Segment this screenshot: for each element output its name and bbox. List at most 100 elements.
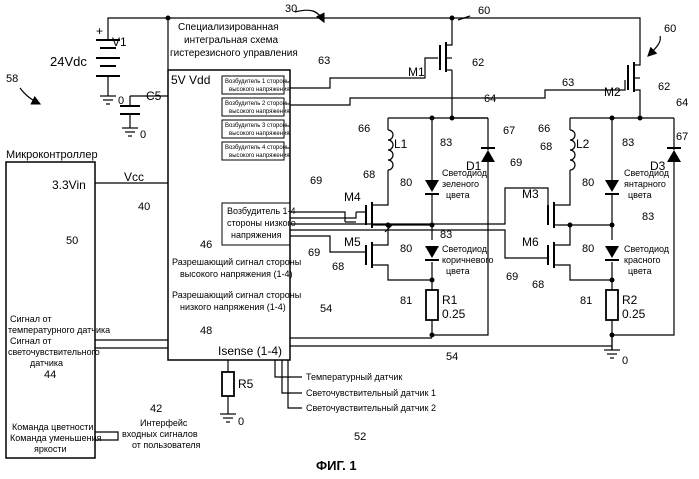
ref-44: 44 bbox=[44, 369, 56, 381]
ref-68d: 68 bbox=[532, 279, 544, 291]
ref-58: 58 bbox=[6, 73, 18, 85]
ref-66b: 66 bbox=[538, 123, 550, 135]
label-r2: R2 bbox=[622, 293, 638, 307]
ref-68b: 68 bbox=[540, 141, 552, 153]
label-m4: M4 bbox=[344, 190, 361, 204]
ls-enable-l1: Разрешающий сигнал стороны bbox=[172, 290, 301, 300]
ref-83a: 83 bbox=[440, 137, 452, 149]
led-green-l2: зеленого bbox=[442, 179, 479, 189]
ic-isense: Isense (1-4) bbox=[218, 344, 282, 358]
ref-68a: 68 bbox=[363, 169, 375, 181]
ref-83d: 83 bbox=[642, 211, 654, 223]
mcu-vcc: Vcc bbox=[124, 170, 144, 184]
inductor-l1 bbox=[388, 130, 393, 170]
mcu-dim-cmd-l1: Команда уменьшения bbox=[10, 433, 102, 443]
label-c5: C5 bbox=[146, 89, 162, 103]
mcu-ui-l3: от пользователя bbox=[132, 440, 201, 450]
led-amber-l2: янтарного bbox=[624, 179, 666, 189]
hs-enable-l2: высокого напряжения (1-4) bbox=[180, 269, 293, 279]
led-green bbox=[425, 155, 439, 194]
ref-48: 48 bbox=[200, 325, 212, 337]
ic-title-3: гистерезисного управления bbox=[170, 48, 298, 59]
battery-label: V1 bbox=[112, 35, 127, 49]
ref-46: 46 bbox=[200, 239, 212, 251]
ref-50: 50 bbox=[66, 235, 78, 247]
ref-62a: 62 bbox=[472, 57, 484, 69]
ref-54a: 54 bbox=[320, 303, 332, 315]
ls-enable-l2: низкого напряжения (1-4) bbox=[180, 302, 286, 312]
ref-68c: 68 bbox=[332, 261, 344, 273]
ref-40: 40 bbox=[138, 201, 150, 213]
label-r1-value: 0.25 bbox=[442, 307, 466, 321]
mcu-title: Микроконтроллер bbox=[6, 149, 98, 161]
led-brown-l1: Светодиод bbox=[442, 244, 488, 254]
led-red-l2: красного bbox=[624, 255, 661, 265]
ref-63b: 63 bbox=[562, 77, 574, 89]
ls-driver-l1: Возбудитель 1-4 bbox=[227, 206, 296, 216]
ref-42: 42 bbox=[150, 403, 162, 415]
ref-0a: 0 bbox=[118, 95, 124, 107]
label-m1: M1 bbox=[408, 65, 425, 79]
ref-60a: 60 bbox=[478, 5, 490, 17]
labels: 30 60 60 58 63 63 62 62 64 64 66 66 83 8… bbox=[6, 3, 688, 473]
ref-80c: 80 bbox=[400, 243, 412, 255]
led-brown-l3: цвета bbox=[446, 266, 470, 276]
ref-64b: 64 bbox=[676, 97, 688, 109]
hs-driver-4-l2: высокого напряжения bbox=[229, 153, 290, 159]
led-red-l1: Светодиод bbox=[624, 244, 670, 254]
ls-driver-l3: напряжения bbox=[231, 230, 282, 240]
sensor-temp: Температурный датчик bbox=[306, 372, 402, 382]
label-r2-value: 0.25 bbox=[622, 307, 646, 321]
ref-0c: 0 bbox=[238, 416, 244, 428]
mosfet-m3 bbox=[548, 202, 560, 228]
mcu-temp-sig-l2: температурного датчика bbox=[8, 325, 110, 335]
ref-83c: 83 bbox=[440, 229, 452, 241]
led-red bbox=[605, 246, 619, 260]
led-brown-l2: коричневого bbox=[442, 255, 494, 265]
resistor-r1 bbox=[426, 290, 438, 320]
label-m5: M5 bbox=[344, 235, 361, 249]
ref-60b: 60 bbox=[664, 23, 676, 35]
led-amber-l1: Светодиод bbox=[624, 168, 670, 178]
mosfet-m1 bbox=[440, 40, 452, 72]
hs-driver-3-l1: Возбудитель 3 стороны bbox=[225, 123, 290, 129]
label-m2: M2 bbox=[604, 85, 621, 99]
ref-81b: 81 bbox=[580, 295, 592, 307]
ref-64a: 64 bbox=[484, 93, 496, 105]
label-r1: R1 bbox=[442, 293, 458, 307]
ref-67b: 67 bbox=[676, 131, 688, 143]
mosfet-m5 bbox=[360, 242, 378, 268]
mcu-dim-cmd-l2: яркости bbox=[34, 444, 67, 454]
sensor-light-2: Светочувствительный датчик 2 bbox=[306, 403, 436, 413]
ref-69a: 69 bbox=[310, 175, 322, 187]
led-amber-l3: цвета bbox=[628, 190, 652, 200]
ic-title-2: интегральная схема bbox=[184, 35, 279, 46]
mcu-light-sig-l1: Сигнал от bbox=[10, 336, 51, 346]
ref-0d: 0 bbox=[622, 355, 628, 367]
ref-83b: 83 bbox=[622, 137, 634, 149]
mcu-ui-l1: Интерфейс bbox=[140, 418, 188, 428]
resistor-r2 bbox=[606, 290, 618, 320]
hs-driver-3-l2: высокого напряжения bbox=[229, 131, 290, 137]
led-green-l1: Светодиод bbox=[442, 168, 488, 178]
ic-title-1: Специализированная bbox=[178, 22, 279, 33]
ls-driver-l2: стороны низкого bbox=[227, 218, 296, 228]
ref-52: 52 bbox=[354, 431, 366, 443]
ref-69b: 69 bbox=[510, 157, 522, 169]
hs-driver-1-l2: высокого напряжения bbox=[229, 87, 290, 93]
ref-30: 30 bbox=[285, 3, 297, 15]
capacitor-c5 bbox=[120, 106, 140, 114]
ref-63a: 63 bbox=[318, 55, 330, 67]
led-red-l3: цвета bbox=[628, 266, 652, 276]
ref-0b: 0 bbox=[140, 129, 146, 141]
diode-d3 bbox=[667, 142, 681, 162]
mcu-ui-l2: входных сигналов bbox=[122, 429, 198, 439]
ref-62b: 62 bbox=[658, 81, 670, 93]
led-green-l3: цвета bbox=[446, 190, 470, 200]
hs-driver-2-l1: Возбудитель 2 стороны bbox=[225, 101, 290, 107]
mcu-vin: 3.3Vin bbox=[52, 178, 86, 192]
inductor-l2 bbox=[570, 130, 575, 170]
sensor-light-1: Светочувствительный датчик 1 bbox=[306, 388, 436, 398]
mcu-temp-sig-l1: Сигнал от bbox=[10, 314, 51, 324]
